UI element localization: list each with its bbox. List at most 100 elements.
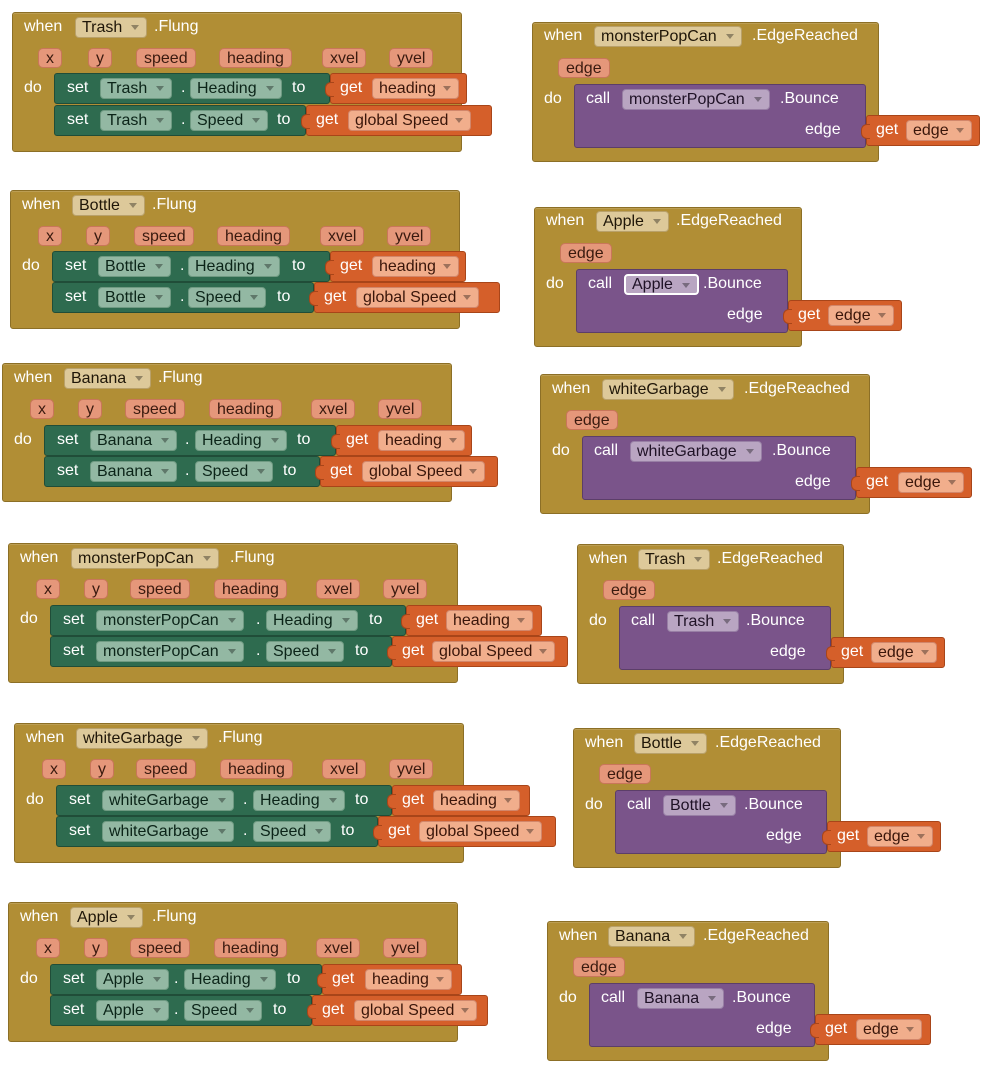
param-x[interactable]: x — [36, 579, 60, 599]
component-dropdown[interactable]: monsterPopCan — [594, 26, 742, 47]
param-yvel[interactable]: yvel — [378, 399, 423, 419]
set-speed-block[interactable]: set monsterPopCan . Speed to — [50, 636, 392, 667]
call-bounce-block[interactable]: call Banana .Bounce edge — [589, 983, 815, 1047]
get-speed-block[interactable]: get global Speed — [309, 282, 500, 313]
param-x[interactable]: x — [38, 48, 62, 68]
param-speed[interactable]: speed — [134, 226, 194, 246]
call-component-dropdown[interactable]: Trash — [667, 611, 740, 632]
get-edge-dropdown[interactable]: edge — [898, 472, 964, 493]
get-heading-block[interactable]: get heading — [387, 785, 530, 816]
param-yvel[interactable]: yvel — [383, 579, 428, 599]
param-heading[interactable]: heading — [219, 48, 292, 68]
component-dropdown[interactable]: whiteGarbage — [602, 379, 734, 400]
speed-property-dropdown[interactable]: Speed — [188, 287, 267, 308]
param-xvel[interactable]: xvel — [322, 759, 367, 779]
component-dropdown[interactable]: Bottle — [72, 195, 145, 216]
call-component-dropdown[interactable]: Banana — [637, 988, 725, 1009]
set-heading-block[interactable]: set monsterPopCan . Heading to — [50, 605, 406, 636]
get-speed-dropdown[interactable]: global Speed — [432, 641, 556, 662]
call-component-dropdown[interactable]: whiteGarbage — [630, 441, 762, 462]
param-yvel[interactable]: yvel — [387, 226, 432, 246]
get-edge-dropdown[interactable]: edge — [828, 305, 894, 326]
param-edge[interactable]: edge — [558, 58, 610, 78]
get-heading-dropdown[interactable]: heading — [378, 430, 465, 451]
speed-property-dropdown[interactable]: Speed — [253, 821, 332, 842]
set-speed-block[interactable]: set Banana . Speed to — [44, 456, 320, 487]
param-heading[interactable]: heading — [214, 938, 287, 958]
set-component-dropdown[interactable]: Trash — [100, 78, 173, 99]
heading-property-dropdown[interactable]: Heading — [190, 78, 282, 99]
set-component-dropdown[interactable]: whiteGarbage — [102, 790, 234, 811]
speed-property-dropdown[interactable]: Speed — [184, 1000, 263, 1021]
get-edge-dropdown[interactable]: edge — [906, 120, 972, 141]
component-dropdown[interactable]: monsterPopCan — [71, 548, 219, 569]
set-component-dropdown[interactable]: Banana — [90, 461, 178, 482]
get-heading-dropdown[interactable]: heading — [433, 790, 520, 811]
param-edge[interactable]: edge — [566, 410, 618, 430]
get-edge-block[interactable]: get edge — [783, 300, 902, 331]
param-x[interactable]: x — [36, 938, 60, 958]
get-heading-block[interactable]: get heading — [331, 425, 472, 456]
param-y[interactable]: y — [90, 759, 114, 779]
param-edge[interactable]: edge — [603, 580, 655, 600]
set-component-dropdown[interactable]: Trash — [100, 110, 173, 131]
heading-property-dropdown[interactable]: Heading — [253, 790, 345, 811]
component-dropdown[interactable]: Bottle — [634, 733, 707, 754]
param-yvel[interactable]: yvel — [389, 48, 434, 68]
component-dropdown[interactable]: Apple — [596, 211, 669, 232]
get-edge-dropdown[interactable]: edge — [871, 642, 937, 663]
call-component-dropdown[interactable]: monsterPopCan — [622, 89, 770, 110]
param-heading[interactable]: heading — [209, 399, 282, 419]
set-speed-block[interactable]: set Trash . Speed to — [54, 105, 306, 136]
set-heading-block[interactable]: set whiteGarbage . Heading to — [56, 785, 392, 816]
get-speed-dropdown[interactable]: global Speed — [356, 287, 480, 308]
param-heading[interactable]: heading — [220, 759, 293, 779]
call-bounce-block[interactable]: call Apple .Bounce edge — [576, 269, 788, 333]
param-yvel[interactable]: yvel — [389, 759, 434, 779]
call-component-dropdown[interactable]: Apple — [624, 274, 699, 295]
param-speed[interactable]: speed — [130, 938, 190, 958]
component-dropdown[interactable]: Trash — [638, 549, 711, 570]
param-speed[interactable]: speed — [136, 48, 196, 68]
heading-property-dropdown[interactable]: Heading — [188, 256, 280, 277]
get-heading-dropdown[interactable]: heading — [365, 969, 452, 990]
get-heading-block[interactable]: get heading — [325, 251, 466, 282]
get-speed-block[interactable]: get global Speed — [301, 105, 492, 136]
component-dropdown[interactable]: whiteGarbage — [76, 728, 208, 749]
get-edge-dropdown[interactable]: edge — [867, 826, 933, 847]
get-edge-dropdown[interactable]: edge — [856, 1019, 922, 1040]
set-component-dropdown[interactable]: Bottle — [98, 256, 171, 277]
get-speed-block[interactable]: get global Speed — [373, 816, 556, 847]
call-bounce-block[interactable]: call Bottle .Bounce edge — [615, 790, 827, 854]
get-speed-dropdown[interactable]: global Speed — [419, 821, 543, 842]
set-component-dropdown[interactable]: Bottle — [98, 287, 171, 308]
get-edge-block[interactable]: get edge — [822, 821, 941, 852]
param-yvel[interactable]: yvel — [383, 938, 428, 958]
param-edge[interactable]: edge — [560, 243, 612, 263]
param-heading[interactable]: heading — [214, 579, 287, 599]
param-speed[interactable]: speed — [136, 759, 196, 779]
component-dropdown[interactable]: Apple — [70, 907, 143, 928]
get-edge-block[interactable]: get edge — [861, 115, 980, 146]
set-component-dropdown[interactable]: monsterPopCan — [96, 641, 244, 662]
set-component-dropdown[interactable]: whiteGarbage — [102, 821, 234, 842]
param-y[interactable]: y — [84, 579, 108, 599]
speed-property-dropdown[interactable]: Speed — [195, 461, 274, 482]
get-edge-block[interactable]: get edge — [851, 467, 972, 498]
param-xvel[interactable]: xvel — [316, 579, 361, 599]
speed-property-dropdown[interactable]: Speed — [190, 110, 269, 131]
get-edge-block[interactable]: get edge — [810, 1014, 931, 1045]
get-speed-dropdown[interactable]: global Speed — [354, 1000, 478, 1021]
param-x[interactable]: x — [30, 399, 54, 419]
get-speed-dropdown[interactable]: global Speed — [362, 461, 486, 482]
param-edge[interactable]: edge — [573, 957, 625, 977]
param-x[interactable]: x — [38, 226, 62, 246]
component-dropdown[interactable]: Trash — [75, 17, 148, 38]
component-dropdown[interactable]: Banana — [608, 926, 696, 947]
param-xvel[interactable]: xvel — [316, 938, 361, 958]
param-y[interactable]: y — [78, 399, 102, 419]
param-speed[interactable]: speed — [125, 399, 185, 419]
set-heading-block[interactable]: set Apple . Heading to — [50, 964, 322, 995]
call-bounce-block[interactable]: call Trash .Bounce edge — [619, 606, 831, 670]
set-speed-block[interactable]: set Bottle . Speed to — [52, 282, 314, 313]
